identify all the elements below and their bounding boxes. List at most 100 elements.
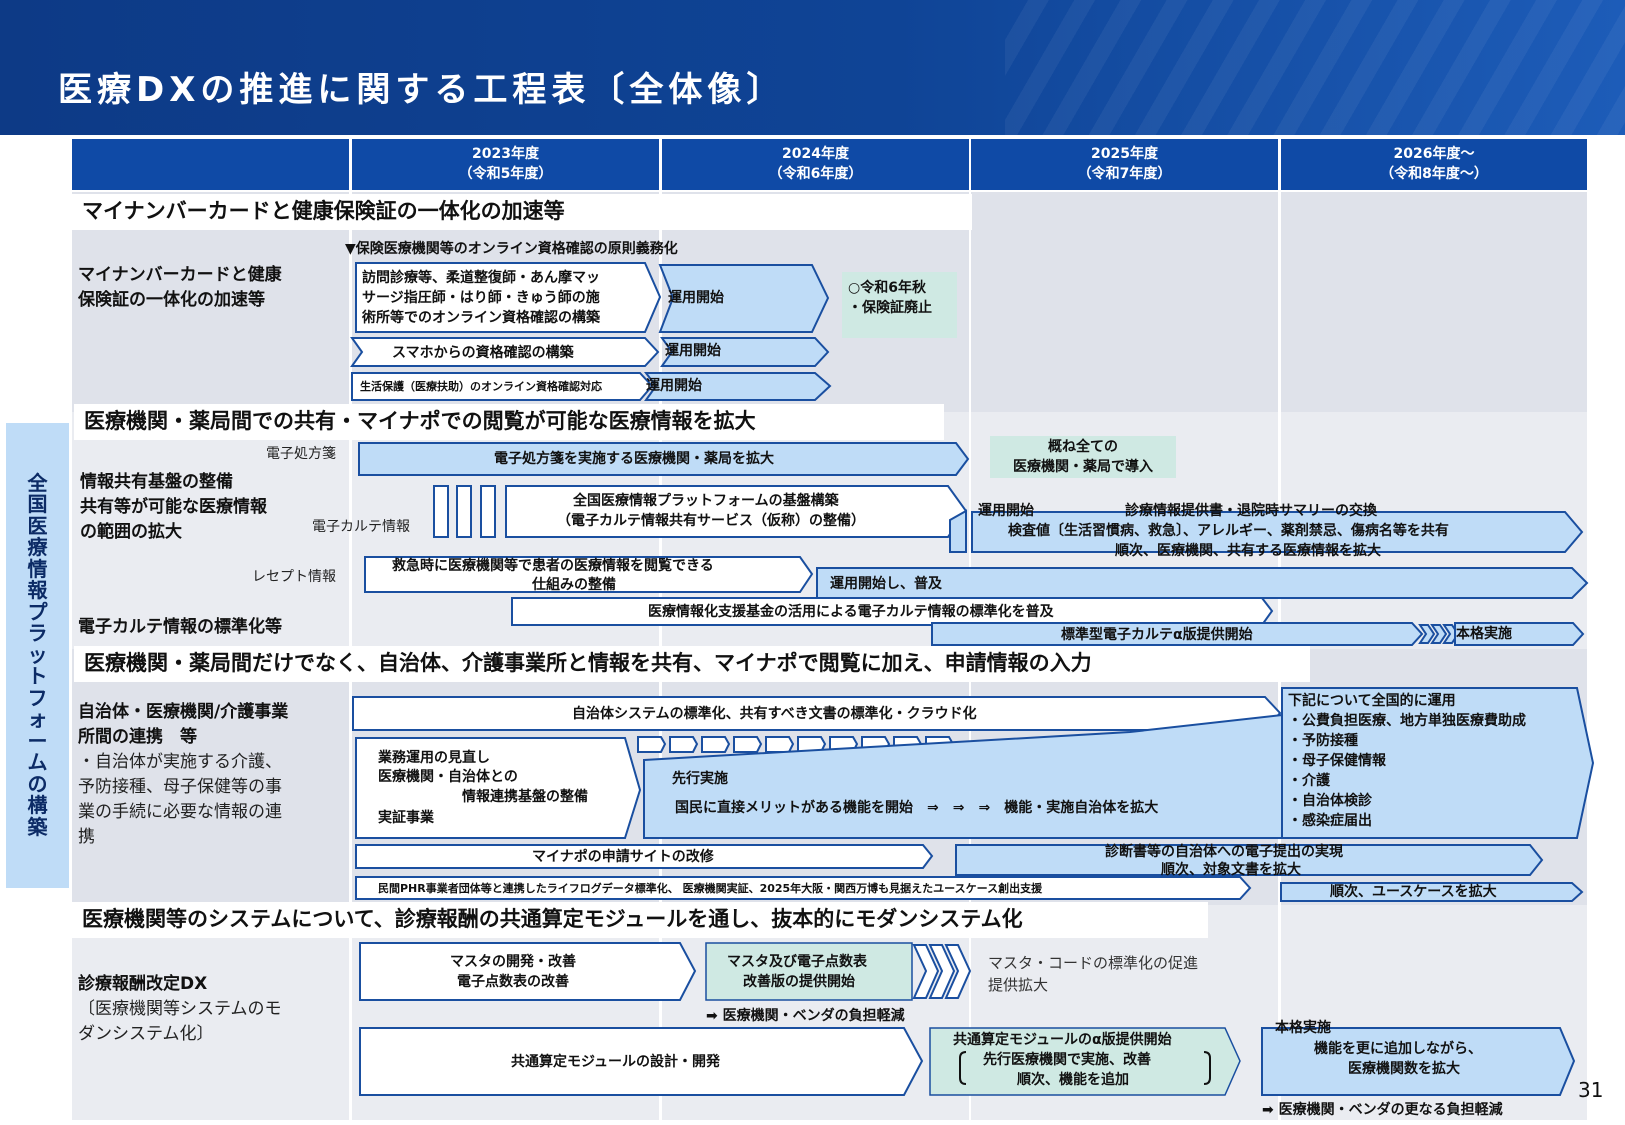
column-2026: [1281, 192, 1587, 1120]
arrow-module-alpha: [929, 1027, 1241, 1096]
chevron-series: [637, 736, 955, 753]
arrow-phr-standardize-text: 民間PHR事業者団体等と連携したライフログデータ標準化、 医療機関実証、2025…: [378, 881, 1043, 895]
box-master-release-text-1: マスタ及び電子点数表: [727, 953, 868, 970]
chevron-master-3: [944, 944, 972, 999]
year-header-2026: 2026年度～（令和8年度～）: [1281, 139, 1587, 190]
chevron-1: [1418, 624, 1436, 644]
burden-reduction-text: ➡ 医療機関・ベンダの負担軽減: [706, 1007, 905, 1024]
arrow-welfare-qualification-text: 生活保護（医療扶助）のオンライン資格確認対応: [360, 379, 602, 393]
master-standard-text-2: 提供拡大: [988, 976, 1048, 994]
label-receipt: レセプト情報: [252, 569, 336, 585]
arrow-pilot: [643, 713, 1283, 839]
chevron-sq-4: [733, 736, 763, 753]
arrow-emr-full-text: 本格実施: [1456, 625, 1512, 642]
bar-marker-1: [433, 485, 449, 538]
row-label-fee-dx: 診療報酬改定DX: [78, 974, 208, 994]
arrow-info-sharing-expand: [971, 511, 1584, 553]
bracket-left: [959, 1051, 967, 1085]
arrow-standard-emr-alpha-text: 標準型電子カルテα版提供開始: [1061, 626, 1253, 643]
arrow-phr-standardize: [355, 876, 1252, 900]
arrow-onsite-qualification-text-2: サージ指圧師・はり師・きゅう師の施: [362, 289, 600, 306]
header-banner: [0, 0, 1625, 135]
arrow-onsite-qualification: [355, 262, 662, 333]
arrow-operation-start-1-text: 運用開始: [668, 289, 724, 306]
chevron-sq-3: [701, 736, 731, 753]
arrow-module-alpha-text-3: 順次、機能を追加: [1017, 1071, 1129, 1088]
arrow-master-develop: [359, 942, 697, 1001]
arrow-mynaportal-renovation: [355, 844, 934, 869]
arrow-fund-standardize: [511, 597, 1274, 626]
chevron-sq-1: [637, 736, 667, 753]
box-master-release-text-2: 改善版の提供開始: [743, 973, 855, 990]
arrow-master-develop-text-2: 電子点数表の改善: [457, 973, 569, 990]
arrow-municipal-standardize-text: 自治体システムの標準化、共有すべき文書の標準化・クラウド化: [572, 705, 977, 722]
milestone-obligation: ▼保険医療機関等のオンライン資格確認の原則義務化: [345, 240, 678, 257]
arrow-review-text-1: 業務運用の見直し: [377, 749, 490, 766]
label-emr-info: 電子カルテ情報: [312, 519, 410, 535]
arrow-usecase-expand: [1280, 882, 1584, 902]
arrow-standard-emr-alpha: [931, 622, 1424, 646]
arrow-emergency-view-text-1: 救急時に医療機関等で患者の医療情報を閲覧できる: [392, 557, 714, 574]
arrow-national-text-0: 下記について全国的に運用: [1288, 692, 1456, 709]
arrow-national-text-4: ・介護: [1288, 772, 1331, 789]
arrow-fund-standardize-text: 医療情報化支援基金の活用による電子カルテ情報の標準化を普及: [648, 603, 1055, 620]
chevron-master-2: [928, 944, 956, 999]
row-desc-municipality: ・自治体が実施する介護、予防接種、母子保健等の事業の手続に必要な情報の連携: [78, 752, 282, 847]
arrow-operation-start-1: [658, 264, 830, 333]
arrow-module-design-text: 共通算定モジュールの設計・開発: [511, 1053, 721, 1070]
arrow-national-text-3: ・母子保健情報: [1288, 752, 1387, 769]
arrow-national-operation: [1281, 687, 1595, 839]
arrow-module-full: [1261, 1027, 1576, 1096]
section-heading-2: 医療機関・薬局間での共有・マイナポでの閲覧が可能な医療情報を拡大: [74, 404, 944, 440]
page-number: 31: [1578, 1078, 1604, 1102]
year-header-blank: [72, 139, 349, 190]
bracket-right: [1203, 1051, 1211, 1085]
chevron-master-1: [912, 944, 940, 999]
note-all-institutions: 概ね全ての医療機関・薬局で導入: [990, 436, 1176, 478]
arrow-usecase-expand-text: 順次、ユースケースを拡大: [1330, 883, 1497, 900]
arrow-onsite-qualification-text-3: 術所等でのオンライン資格確認の構築: [361, 309, 601, 326]
arrow-module-alpha-text-1: 共通算定モジュールのα版提供開始: [953, 1031, 1172, 1048]
further-burden-reduction-text: ➡ 医療機関・ベンダの更なる負担軽減: [1262, 1101, 1503, 1118]
arrow-emergency-view-text-2: 仕組みの整備: [531, 576, 616, 593]
arrow-operation-start-3-text: 運用開始: [646, 377, 702, 394]
arrow-review: [355, 737, 642, 839]
arrow-info-sharing-text-start: 運用開始: [978, 502, 1034, 519]
connector-platform: [949, 509, 967, 553]
note-insurance-card-abolition: ○令和6年秋・保険証廃止: [842, 272, 957, 338]
row-label-info-sharing: 情報共有基盤の整備共有等が可能な医療情報の範囲の拡大: [80, 472, 267, 542]
arrow-national-text-5: ・自治体検診: [1288, 792, 1373, 809]
arrow-diagnosis-text-1: 診断書等の自治体への電子提出の実現: [1105, 843, 1343, 860]
year-header-2025: 2025年度（令和7年度）: [971, 139, 1278, 190]
arrow-module-full-text-0: 本格実施: [1275, 1019, 1331, 1036]
arrow-info-sharing-text-3: 順次、医療機関、共有する医療情報を拡大: [1115, 542, 1381, 559]
row-label-emr-standard: 電子カルテ情報の標準化等: [78, 617, 282, 637]
row-label-municipality: 自治体・医療機関/介護事業所間の連携 等: [78, 702, 289, 747]
arrow-national-text-2: ・予防接種: [1288, 732, 1358, 749]
year-header-2023: 2023年度（令和5年度）: [352, 139, 659, 190]
arrow-welfare-qualification: [351, 372, 654, 401]
arrow-pilot-text-2: 国民に直接メリットがある機能を開始 ⇒ ⇒ ⇒ 機能・実施自治体を拡大: [675, 799, 1158, 816]
arrow-operation-start-2: [660, 337, 830, 367]
bar-marker-2: [456, 485, 472, 538]
section-heading-1: マイナンバーカードと健康保険証の一体化の加速等: [72, 194, 972, 230]
arrow-eprescription-expand-text: 電子処方箋を実施する医療機関・薬局を拡大: [494, 450, 774, 467]
arrow-diagnosis-text-2: 順次、対象文書を拡大: [1161, 861, 1301, 878]
bar-marker-3: [480, 485, 496, 538]
arrow-mynaportal-renovation-text: マイナポの申請サイトの改修: [532, 848, 715, 865]
section-heading-4: 医療機関等のシステムについて、診療報酬の共通算定モジュールを通し、抜本的にモダン…: [72, 902, 1208, 938]
arrow-spread-text: 運用開始し、普及: [830, 575, 943, 592]
arrow-eprescription-expand: [358, 442, 970, 476]
section-heading-3: 医療機関・薬局間だけでなく、自治体、介護事業所と情報を共有、マイナポで閲覧に加え…: [74, 646, 1310, 682]
master-standard-text-1: マスタ・コードの標準化の促進: [988, 954, 1198, 972]
arrow-review-text-3: 情報連携基盤の整備: [462, 788, 588, 805]
arrow-info-sharing-text-1: 診療情報提供書・退院時サマリーの交換: [1125, 502, 1378, 519]
chevron-2: [1430, 624, 1448, 644]
arrow-diagnosis-submission: [955, 844, 1544, 876]
arrow-national-text-1: ・公費負担医療、地方単独医療費助成: [1288, 712, 1526, 729]
arrow-review-text-4: 実証事業: [378, 809, 435, 826]
arrow-spread: [816, 567, 1589, 599]
year-header-2024: 2024年度（令和6年度）: [662, 139, 969, 190]
arrow-platform-build-text-1: 全国医療情報プラットフォームの基盤構築: [572, 492, 840, 509]
